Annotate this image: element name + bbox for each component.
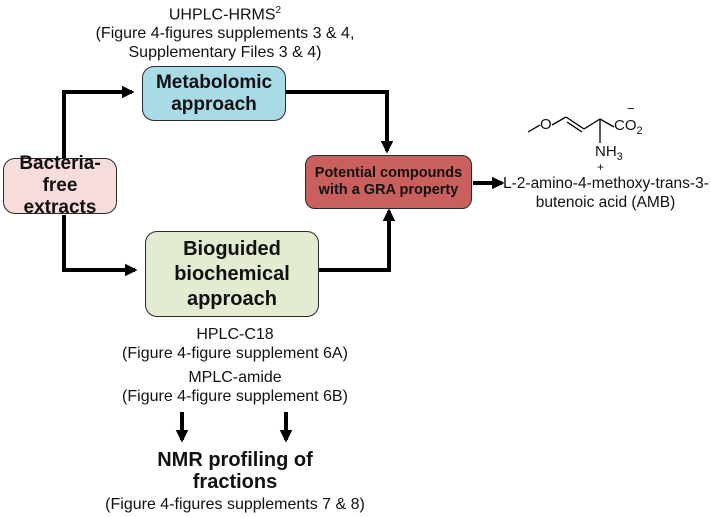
arrow-metabolomic-to-potential [286,90,394,154]
amb-minus-charge: − [627,101,635,116]
mplc-line1: MPLC-amide [188,369,282,386]
hplc-line2: (Figure 4-figure supplement 6A) [122,345,348,362]
bacteria-free-extracts-box: Bacteria-free extracts [3,153,117,218]
arrow-bioguided-to-potential [319,208,396,272]
compound-name-line1: L-2-amino-4-methoxy-trans-3- [503,175,709,192]
mplc-caption: MPLC-amide (Figure 4-figure supplement 6… [80,368,390,406]
top-caption-superscript: 2 [275,5,282,16]
top-caption: UHPLC-HRMS2 (Figure 4-figures supplement… [40,1,410,62]
metabolomic-line2: approach [171,93,257,115]
potential-line1: Potential compounds [314,165,463,182]
arrow-extracts-to-metabolomic [62,85,135,158]
potential-line2: with a GRA property [318,182,459,198]
amb-amine-label: NH3 [595,143,623,163]
amb-carboxylate-text: CO [614,117,637,134]
bioguided-line1: Bioguided [183,237,281,260]
nmr-profiling-label: NMR profiling of fractions [80,449,390,493]
hplc-caption: HPLC-C18 (Figure 4-figure supplement 6A) [80,325,390,363]
amb-carboxylate-sub: 2 [636,125,643,137]
bioguided-line2: biochemical [174,262,290,285]
potential-compounds-box: Potential compounds with a GRA property [305,155,472,209]
compound-name: L-2-amino-4-methoxy-trans-3- butenoic ac… [503,174,709,212]
metabolomic-line1: Metabolomic [155,71,273,93]
amb-oxygen-label: O [540,116,552,133]
extracts-line2: extracts [23,196,97,218]
top-caption-line3: Supplementary Files 3 & 4) [128,44,322,62]
extracts-line1: Bacteria-free [19,153,101,197]
bioguided-approach-box: Bioguided biochemical approach [145,231,319,317]
mplc-line2: (Figure 4-figure supplement 6B) [122,388,348,405]
amb-amine-text: NH [595,143,617,160]
compound-name-line2: butenoic acid (AMB) [535,194,676,211]
arrow-extracts-to-bioguided [62,215,138,277]
bioguided-line3: approach [186,287,277,310]
top-caption-line1: UHPLC-HRMS [168,6,276,24]
amb-carboxylate-label: CO2 [614,117,643,137]
metabolomic-approach-box: Metabolomic approach [142,66,286,121]
nmr-line1: NMR profiling of [157,449,313,471]
amb-plus-charge: + [597,160,605,174]
nmr-line2: fractions [192,471,278,493]
bottom-caption: (Figure 4-figures supplements 7 & 8) [105,496,365,513]
amb-amine-sub: 3 [616,151,623,163]
hplc-line1: HPLC-C18 [196,326,274,343]
top-caption-line2: (Figure 4-figures supplements 3 & 4, [95,25,355,43]
amb-structure-icon [527,116,615,143]
